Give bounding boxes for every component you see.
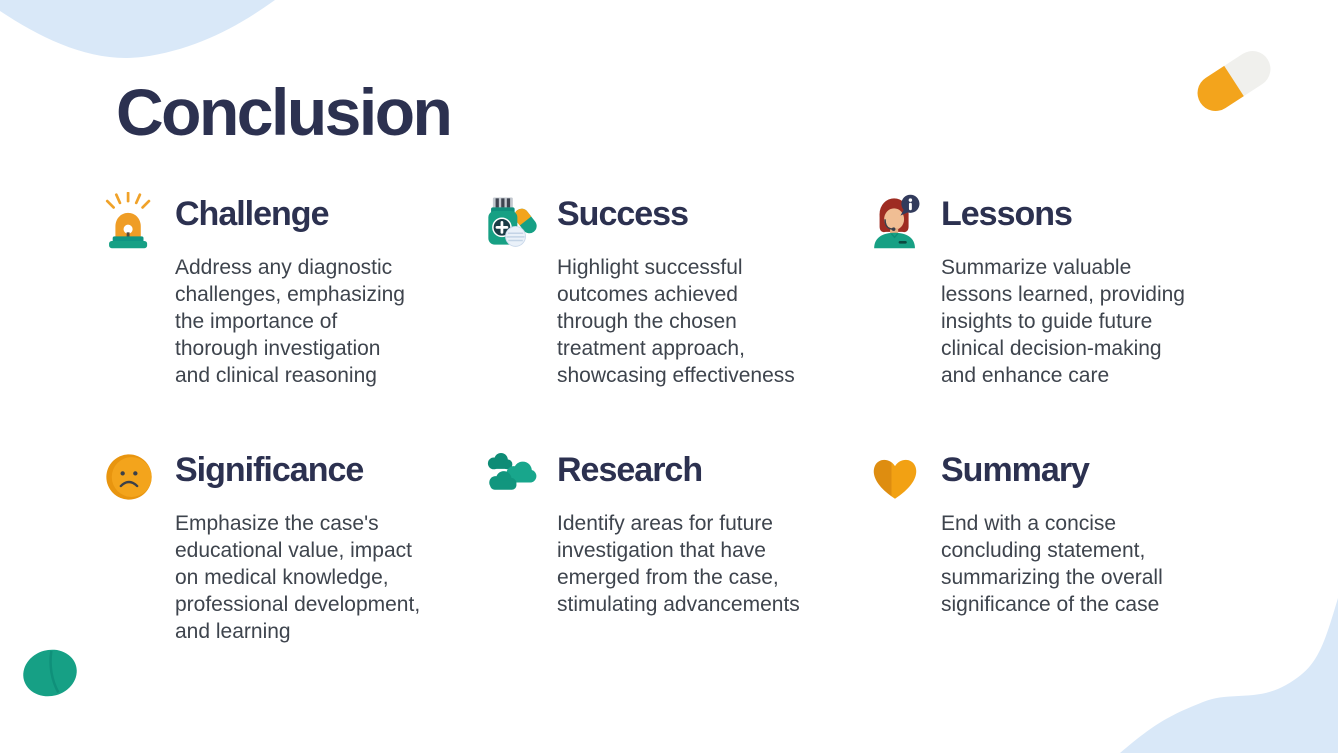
card-title: Lessons xyxy=(941,195,1073,233)
card-title: Challenge xyxy=(175,195,329,233)
medicine-bottle-icon xyxy=(482,192,540,250)
card-summary: Summary End with a concise concluding st… xyxy=(866,448,1215,618)
card-lessons: Lessons Summarize valuable lessons learn… xyxy=(866,192,1215,389)
card-title: Success xyxy=(557,195,689,233)
card-title: Summary xyxy=(941,451,1090,489)
card-description: Highlight successful outcomes achieved t… xyxy=(557,256,795,387)
card-title: Research xyxy=(557,451,703,489)
card-success: Success Highlight successful outcomes ac… xyxy=(482,192,831,389)
blob-top-left xyxy=(0,0,275,58)
card-title: Significance xyxy=(175,451,364,489)
card-description: Address any diagnostic challenges, empha… xyxy=(175,256,405,387)
sad-face-icon xyxy=(100,448,158,506)
card-description: End with a concise concluding statement,… xyxy=(941,512,1163,616)
support-woman-info-icon xyxy=(866,192,924,250)
card-challenge: Challenge Address any diagnostic challen… xyxy=(100,192,449,389)
card-description: Summarize valuable lessons learned, prov… xyxy=(941,256,1185,387)
slide-title: Conclusion xyxy=(116,75,453,149)
card-description: Emphasize the case's educational value, … xyxy=(175,512,421,643)
card-research: Research Identify areas for future inves… xyxy=(482,448,831,618)
capsule-decoration-icon xyxy=(1197,51,1271,111)
siren-icon xyxy=(100,192,158,250)
tablet-decoration-icon xyxy=(23,649,77,697)
card-significance: Significance Emphasize the case's educat… xyxy=(100,448,449,645)
blob-bottom-right xyxy=(1120,598,1338,753)
card-description: Identify areas for future investigation … xyxy=(557,512,800,616)
clouds-icon xyxy=(482,448,540,506)
heart-icon xyxy=(866,448,924,506)
